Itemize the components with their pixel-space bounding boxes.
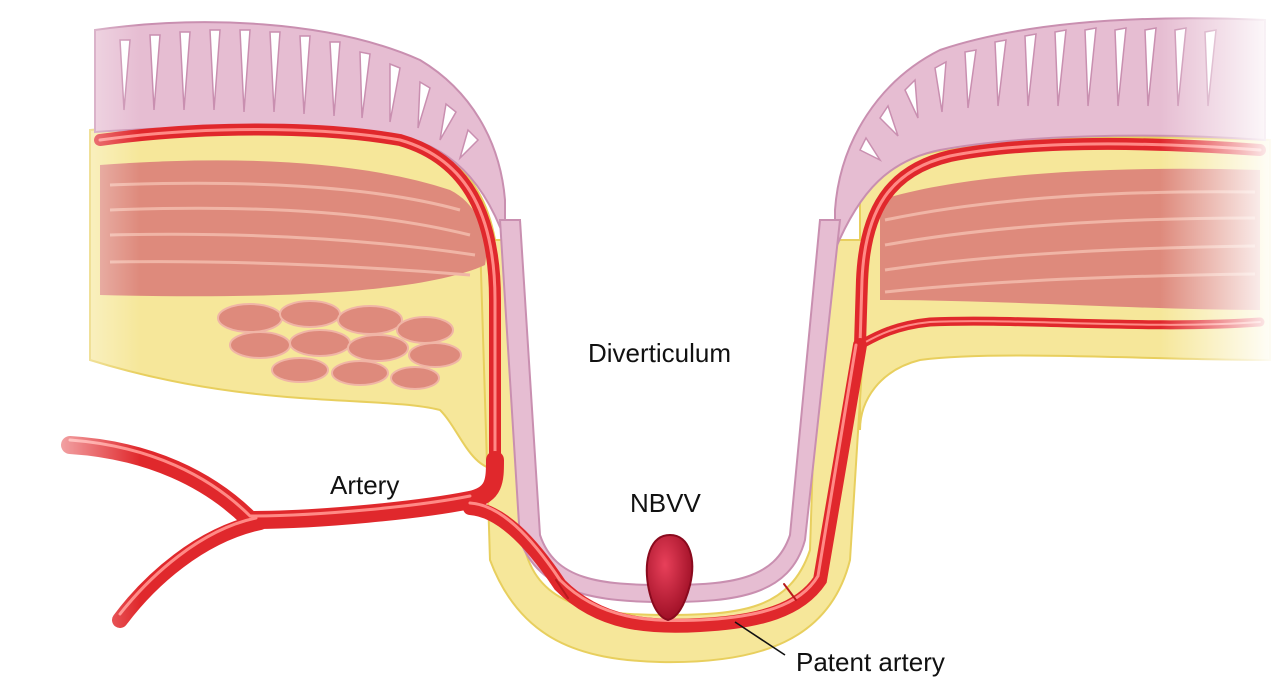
label-artery: Artery [330, 470, 399, 500]
label-diverticulum: Diverticulum [588, 338, 731, 368]
left-edge-fade [0, 0, 140, 687]
nbvv-vessel [647, 535, 692, 620]
right-edge-fade [1160, 0, 1280, 687]
label-nbvv: NBVV [630, 488, 701, 518]
label-patent-artery: Patent artery [796, 647, 945, 677]
